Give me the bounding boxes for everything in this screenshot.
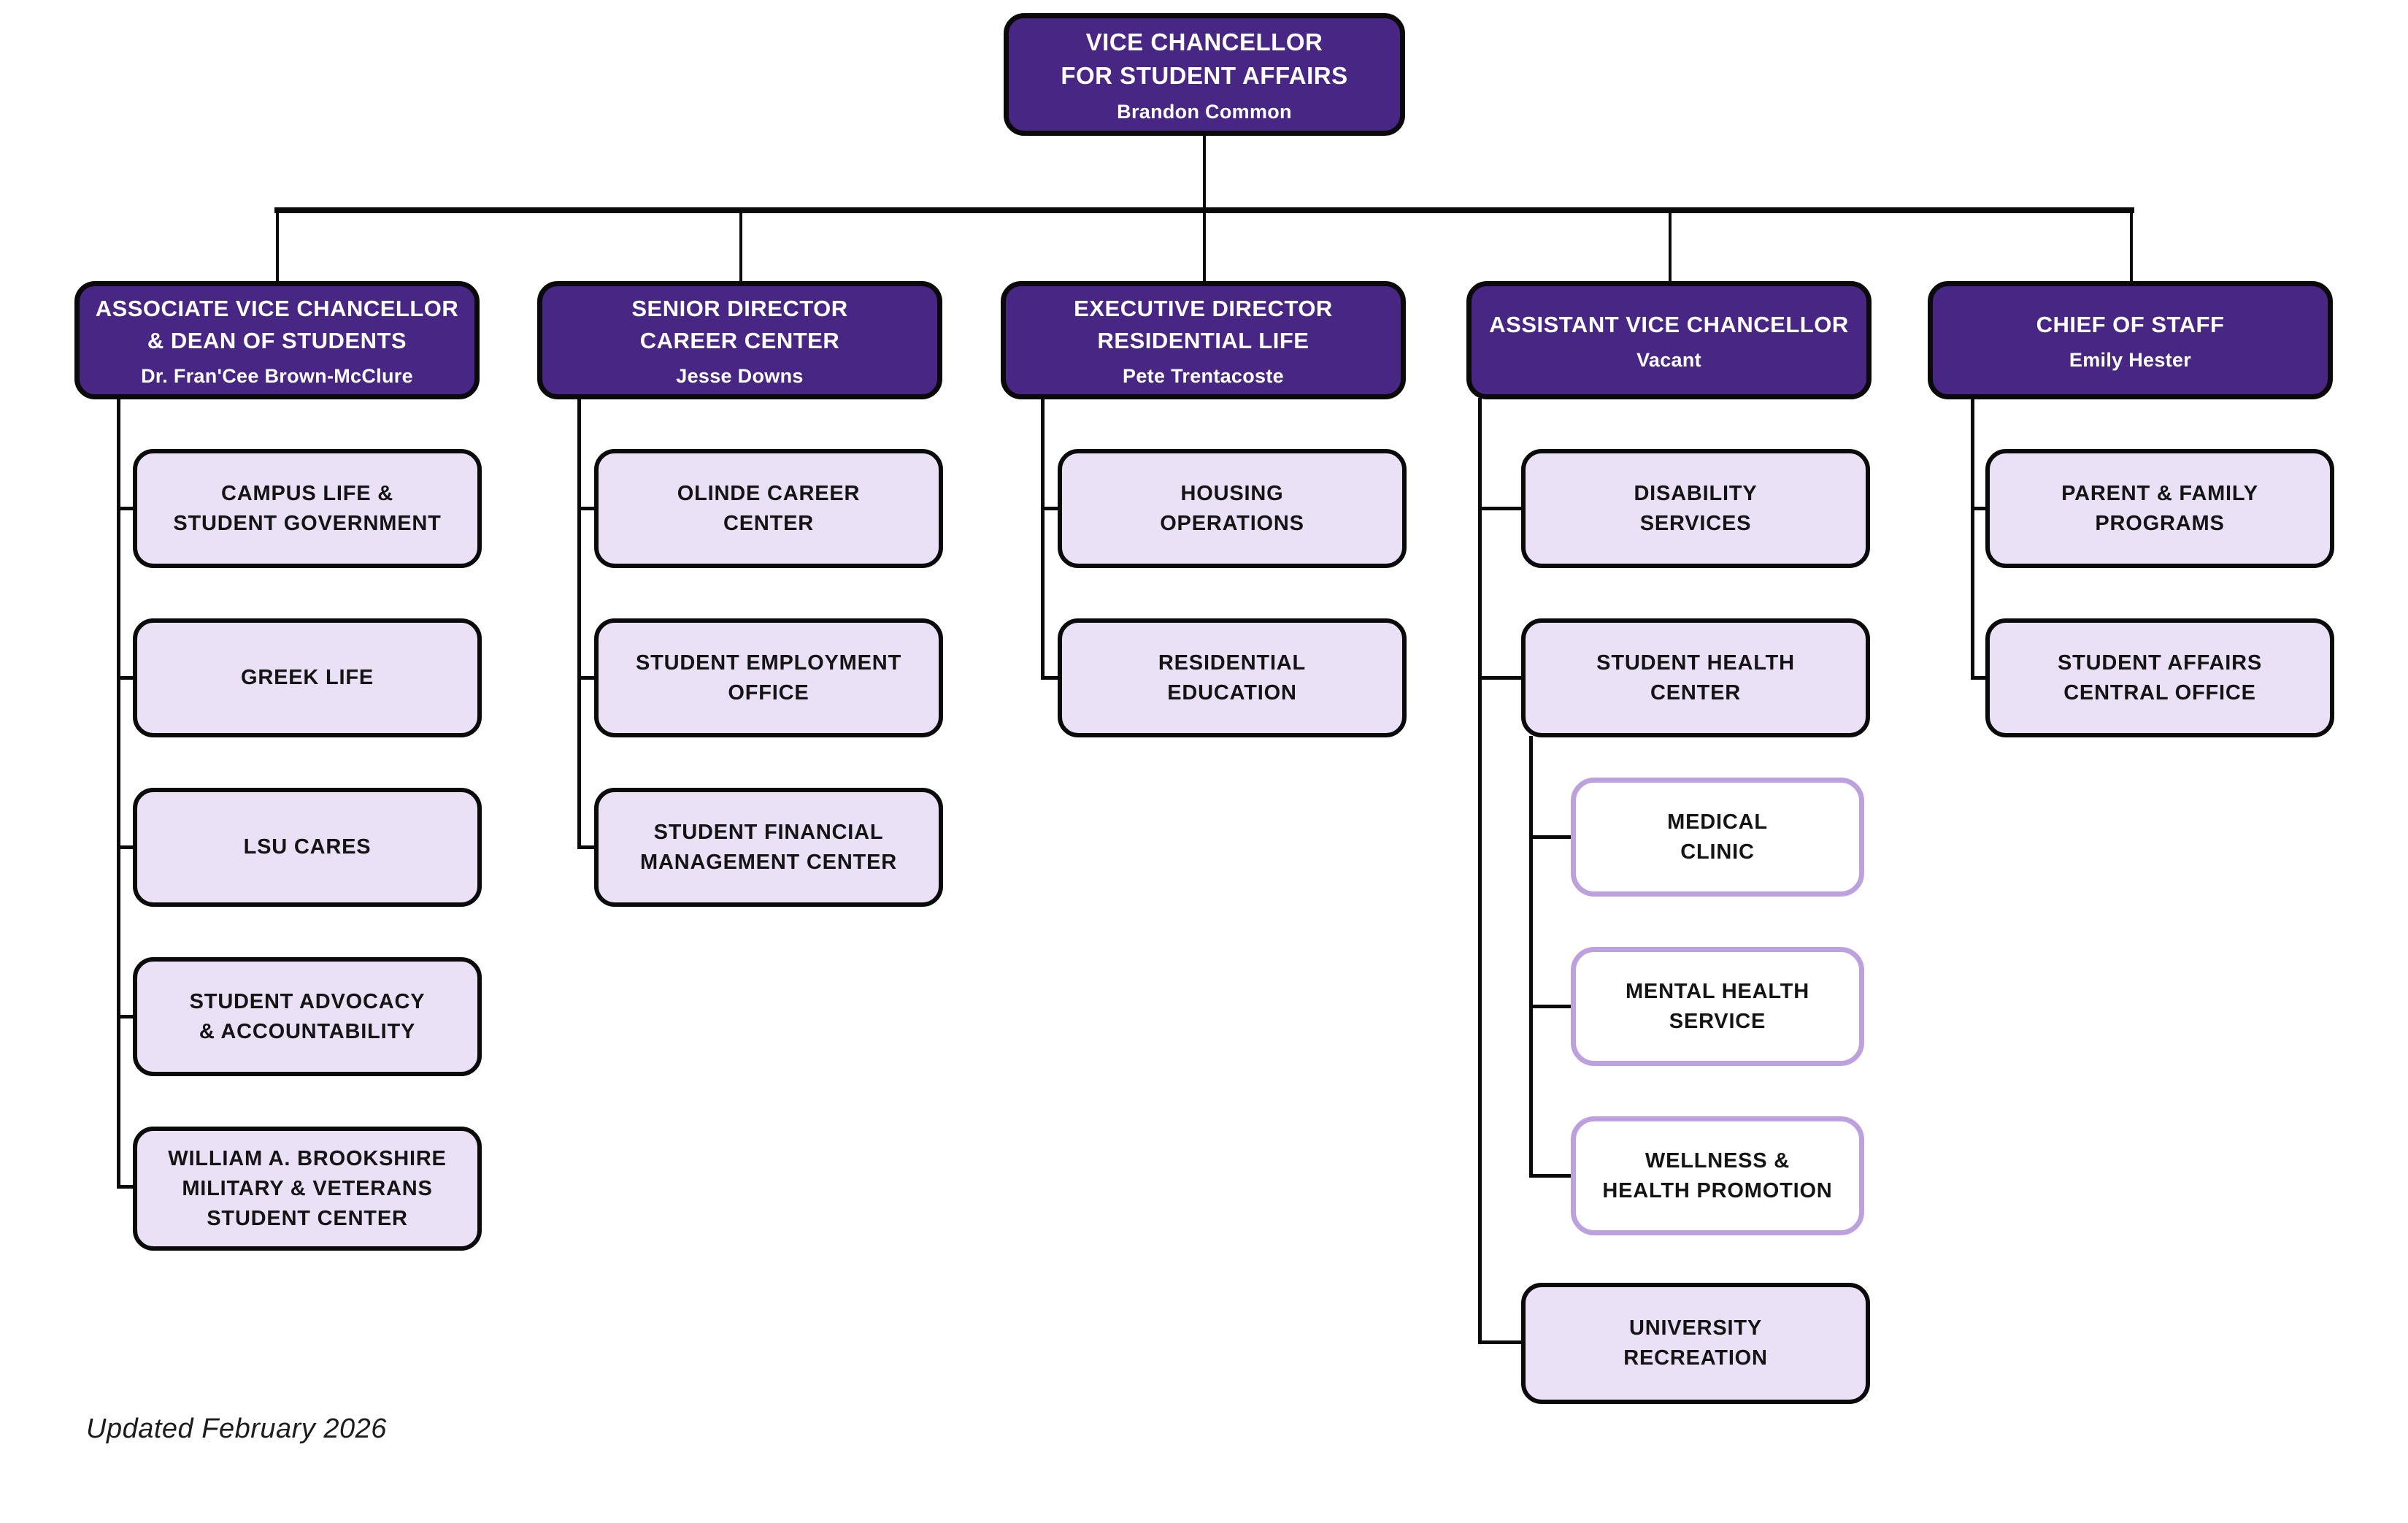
node-greek-life: GREEK LIFE (133, 618, 482, 737)
node-person-name: Vacant (1636, 349, 1701, 371)
node-associate-vice-chancellor-dean-of-students: ASSOCIATE VICE CHANCELLOR & DEAN OF STUD… (74, 281, 480, 399)
connector-line (739, 210, 742, 283)
node-parent-family-programs: PARENT & FAMILY PROGRAMS (1985, 449, 2334, 568)
node-person-name: Dr. Fran'Cee Brown-McClure (141, 365, 413, 387)
node-label: OLINDE CAREER CENTER (677, 481, 861, 535)
connector-line (1529, 1174, 1571, 1178)
node-vice-chancellor-student-affairs: VICE CHANCELLOR FOR STUDENT AFFAIRS Bran… (1004, 13, 1405, 136)
node-label: WILLIAM A. BROOKSHIRE MILITARY & VETERAN… (168, 1146, 447, 1230)
node-residential-education: RESIDENTIAL EDUCATION (1058, 618, 1407, 737)
connector-line (1041, 398, 1045, 680)
connector-line (274, 207, 2134, 213)
node-student-advocacy-accountability: STUDENT ADVOCACY & ACCOUNTABILITY (133, 957, 482, 1076)
node-assistant-vice-chancellor: ASSISTANT VICE CHANCELLOR Vacant (1466, 281, 1872, 399)
node-label: DISABILITY SERVICES (1634, 481, 1758, 535)
node-label: WELLNESS & HEALTH PROMOTION (1602, 1148, 1833, 1202)
connector-line (1478, 507, 1521, 510)
node-chief-of-staff: CHIEF OF STAFF Emily Hester (1928, 281, 2333, 399)
node-university-recreation: UNIVERSITY RECREATION (1521, 1283, 1870, 1404)
node-mental-health-service: MENTAL HEALTH SERVICE (1571, 947, 1864, 1066)
connector-line (1529, 1005, 1571, 1008)
connector-line (1478, 398, 1482, 1344)
updated-date-note: Updated February 2026 (86, 1413, 387, 1444)
node-title: EXECUTIVE DIRECTOR RESIDENTIAL LIFE (1074, 296, 1333, 353)
connector-line (117, 1015, 133, 1018)
node-student-employment-office: STUDENT EMPLOYMENT OFFICE (594, 618, 943, 737)
node-label: LSU CARES (243, 835, 372, 859)
node-william-brookshire-military-veterans-student-center: WILLIAM A. BROOKSHIRE MILITARY & VETERAN… (133, 1127, 482, 1251)
node-label: STUDENT AFFAIRS CENTRAL OFFICE (2058, 651, 2262, 705)
node-housing-operations: HOUSING OPERATIONS (1058, 449, 1407, 568)
connector-line (276, 210, 279, 283)
node-title: ASSISTANT VICE CHANCELLOR (1489, 312, 1849, 337)
node-label: PARENT & FAMILY PROGRAMS (2061, 481, 2258, 535)
connector-line (577, 507, 594, 510)
node-label: GREEK LIFE (240, 666, 374, 689)
node-person-name: Pete Trentacoste (1123, 365, 1284, 387)
node-label: RESIDENTIAL EDUCATION (1158, 651, 1307, 705)
node-senior-director-career-center: SENIOR DIRECTOR CAREER CENTER Jesse Down… (537, 281, 942, 399)
node-wellness-health-promotion: WELLNESS & HEALTH PROMOTION (1571, 1116, 1864, 1235)
node-label: STUDENT FINANCIAL MANAGEMENT CENTER (640, 820, 897, 874)
connector-line (1669, 210, 1672, 283)
node-disability-services: DISABILITY SERVICES (1521, 449, 1870, 568)
node-label: MEDICAL CLINIC (1667, 810, 1768, 864)
connector-line (1478, 1340, 1521, 1344)
node-student-financial-management-center: STUDENT FINANCIAL MANAGEMENT CENTER (594, 788, 943, 907)
connector-line (117, 845, 133, 849)
node-label: UNIVERSITY RECREATION (1623, 1316, 1768, 1370)
node-label: STUDENT HEALTH CENTER (1596, 651, 1795, 705)
node-lsu-cares: LSU CARES (133, 788, 482, 907)
node-label: HOUSING OPERATIONS (1160, 481, 1304, 535)
node-campus-life-student-government: CAMPUS LIFE & STUDENT GOVERNMENT (133, 449, 482, 568)
connector-line (1478, 676, 1521, 680)
connector-line (577, 676, 594, 680)
node-student-affairs-central-office: STUDENT AFFAIRS CENTRAL OFFICE (1985, 618, 2334, 737)
connector-line (117, 507, 133, 510)
node-label: STUDENT EMPLOYMENT OFFICE (635, 651, 901, 705)
node-student-health-center: STUDENT HEALTH CENTER (1521, 618, 1870, 737)
node-title: ASSOCIATE VICE CHANCELLOR & DEAN OF STUD… (95, 296, 459, 353)
node-olinde-career-center: OLINDE CAREER CENTER (594, 449, 943, 568)
node-label: STUDENT ADVOCACY & ACCOUNTABILITY (189, 989, 426, 1043)
connector-line (1529, 835, 1571, 839)
connector-line (1971, 676, 1985, 680)
connector-line (1041, 507, 1058, 510)
connector-line (577, 398, 581, 848)
connector-line (117, 1185, 133, 1189)
connector-line (1971, 507, 1985, 510)
connector-line (117, 398, 120, 1189)
node-label: MENTAL HEALTH SERVICE (1625, 979, 1810, 1033)
node-label: CAMPUS LIFE & STUDENT GOVERNMENT (173, 481, 442, 535)
node-title: CHIEF OF STAFF (2036, 312, 2225, 337)
node-title: SENIOR DIRECTOR CAREER CENTER (631, 296, 848, 353)
connector-line (577, 845, 594, 849)
connector-line (1041, 676, 1058, 680)
node-person-name: Emily Hester (2069, 349, 2192, 371)
connector-line (2130, 210, 2133, 283)
connector-line (117, 676, 133, 680)
node-person-name: Brandon Common (1117, 101, 1292, 123)
connector-line (1971, 398, 1974, 680)
node-executive-director-residential-life: EXECUTIVE DIRECTOR RESIDENTIAL LIFE Pete… (1001, 281, 1406, 399)
node-medical-clinic: MEDICAL CLINIC (1571, 778, 1864, 897)
node-person-name: Jesse Downs (676, 365, 804, 387)
node-title: VICE CHANCELLOR FOR STUDENT AFFAIRS (1061, 28, 1348, 89)
connector-line (1529, 736, 1533, 1178)
